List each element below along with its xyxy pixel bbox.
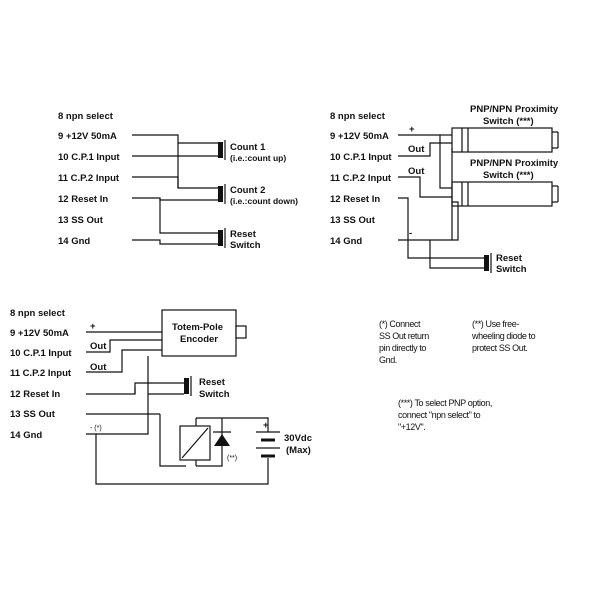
sensor1-subtitle: Switch (***) [483, 116, 534, 127]
reset-sublabel: Switch [199, 389, 230, 400]
encoder-sublabel: Encoder [180, 334, 218, 345]
note1-line3: pin directly to [379, 343, 426, 353]
battery-plus-label: + [263, 420, 269, 431]
out1-label: Out [408, 144, 425, 155]
wire-b-12v [398, 134, 452, 189]
minus-label: - [409, 228, 412, 239]
pin-10-label: 10 C.P.1 Input [58, 152, 120, 163]
reset-label: Reset [199, 377, 226, 388]
count2-sublabel: (i.e.:count down) [230, 196, 298, 206]
wire-c-load-top [196, 417, 269, 432]
wire-b-gnd [398, 148, 453, 241]
battery-voltage-label: 30Vdc [284, 433, 312, 444]
wire-b-gnd-s2 [452, 201, 459, 241]
pin-13-label: 13 SS Out [10, 409, 56, 420]
notes: (*) Connect SS Out return pin directly t… [379, 319, 536, 432]
note3-line3: "+12V". [398, 422, 425, 432]
reset-switch-icon [184, 376, 192, 396]
note3-line2: connect "npn select" to [398, 410, 481, 420]
reset-label: Reset [230, 229, 257, 240]
pin-8-label: 8 npn select [10, 308, 66, 319]
note2-line3: protect SS Out. [472, 343, 528, 353]
note1-line1: (*) Connect [379, 319, 421, 329]
reset-sublabel: Switch [496, 264, 527, 275]
count2-label: Count 2 [230, 185, 265, 196]
wire-c-enc-gnd [96, 356, 149, 435]
wire-c-out2 [86, 349, 162, 373]
note3-line1: (***) To select PNP option, [398, 398, 492, 408]
pin-9-label: 9 +12V 50mA [330, 131, 389, 142]
wire-a-reset-link [159, 198, 218, 234]
wire-b-out2 [398, 176, 452, 198]
pin-8-label: 8 npn select [58, 111, 114, 122]
note2-line1: (**) Use free- [472, 319, 519, 329]
diagram-a: 8 npn select 9 +12V 50mA 10 C.P.1 Input … [58, 111, 298, 251]
count2-switch-icon [218, 184, 226, 204]
wire-b-gnd-reset [429, 240, 484, 269]
count1-switch-icon [218, 140, 226, 160]
wire-c-gnd [86, 433, 269, 485]
pin-12-label: 12 Reset In [58, 194, 108, 205]
diode-icon [213, 431, 231, 446]
note1-line4: Gnd. [379, 355, 397, 365]
diagram-b: 8 npn select 9 +12V 50mA 10 C.P.1 Input … [330, 104, 559, 275]
out2-label: Out [408, 166, 425, 177]
out2-label: Out [90, 362, 107, 373]
pin-9-label: 9 +12V 50mA [10, 328, 69, 339]
wire-a-cp2 [132, 176, 218, 189]
sensor1-title: PNP/NPN Proximity [470, 104, 559, 115]
pin-10-label: 10 C.P.1 Input [10, 348, 72, 359]
totem-pole-encoder-icon [161, 309, 237, 357]
note2-line2: wheeling diode to [471, 331, 536, 341]
pin-13-label: 13 SS Out [58, 215, 104, 226]
battery-max-label: (Max) [286, 445, 311, 456]
pin-14-label: 14 Gnd [330, 236, 362, 247]
count1-label: Count 1 [230, 142, 266, 153]
pin-14-label: 14 Gnd [10, 430, 42, 441]
pin-9-label: 9 +12V 50mA [58, 131, 117, 142]
wire-c-load-low [159, 414, 186, 467]
sensor2-title: PNP/NPN Proximity [470, 158, 559, 169]
pin-11-label: 11 C.P.2 Input [58, 173, 120, 184]
pin-13-label: 13 SS Out [330, 215, 376, 226]
wire-b-out1 [398, 142, 452, 157]
wire-a-12v [132, 134, 218, 144]
pin-8-label: 8 npn select [330, 111, 386, 122]
reset-switch-icon [484, 253, 492, 273]
wire-a-reset [132, 197, 218, 201]
wire-c-out1 [86, 339, 162, 353]
diode-note-mark: (**) [227, 455, 237, 462]
pin-11-label: 11 C.P.2 Input [10, 368, 72, 379]
out1-label: Out [90, 341, 107, 352]
plus-label: + [90, 321, 96, 332]
encoder-shaft-icon [235, 325, 247, 339]
proximity-sensor1-icon [451, 127, 559, 153]
pin-10-label: 10 C.P.1 Input [330, 152, 392, 163]
wire-a-gnd [132, 239, 218, 245]
pin-11-label: 11 C.P.2 Input [330, 173, 392, 184]
gnd-note-mark: - (*) [90, 425, 102, 432]
pin-14-label: 14 Gnd [58, 236, 90, 247]
reset-label: Reset [496, 253, 523, 264]
plus-label: + [409, 124, 415, 135]
reset-sublabel: Switch [230, 240, 261, 251]
note1-line2: SS Out return [379, 331, 429, 341]
sensor2-subtitle: Switch (***) [483, 170, 534, 181]
reset-switch-icon [218, 228, 226, 248]
proximity-sensor2-icon [451, 181, 559, 207]
wire-b-reset [398, 197, 484, 259]
encoder-label: Totem-Pole [172, 322, 223, 333]
battery-icon [256, 431, 280, 458]
pin-12-label: 12 Reset In [330, 194, 380, 205]
count1-sublabel: (i.e.:count up) [230, 153, 286, 163]
diagram-c: 8 npn select 9 +12V 50mA 10 C.P.1 Input … [10, 308, 312, 485]
pin-12-label: 12 Reset In [10, 389, 60, 400]
relay-coil-icon [179, 425, 211, 461]
